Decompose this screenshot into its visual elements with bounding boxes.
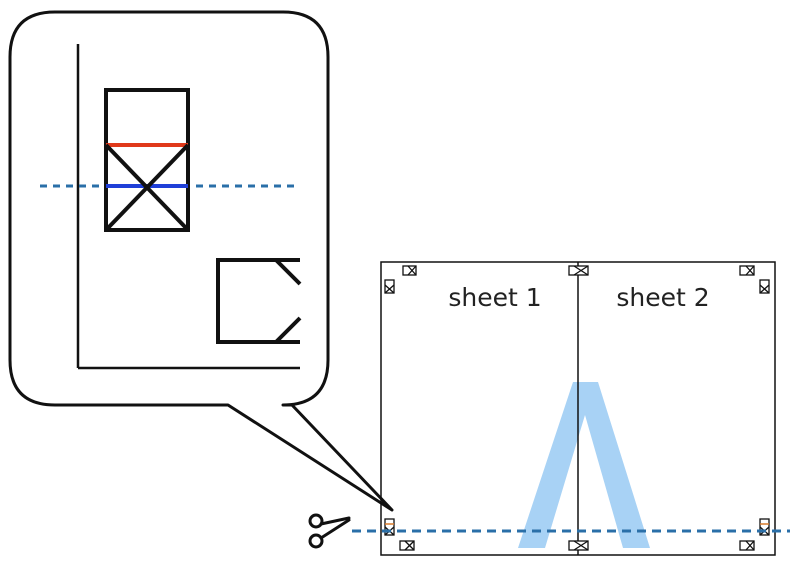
zoom-partial-mark (216, 258, 302, 344)
sheet-panel: sheet 1 sheet 2 (352, 261, 790, 556)
zoom-registration-mark (104, 88, 190, 232)
crop-mark-icon (384, 279, 395, 294)
crop-mark-icon (568, 540, 589, 551)
cut-line-mark-right (759, 518, 770, 536)
cut-line-mark-left (384, 518, 395, 536)
big-letter-shape (518, 382, 650, 548)
crop-mark-icon (739, 540, 755, 551)
crop-mark-icon (402, 265, 417, 276)
crop-mark-icon (568, 265, 589, 276)
crop-mark-icon (739, 265, 755, 276)
scissors-icon (308, 513, 351, 549)
callout-bubble (8, 10, 394, 512)
sheet-1-label: sheet 1 (448, 283, 541, 312)
crop-mark-icon (759, 279, 770, 294)
crop-marks (384, 265, 770, 551)
crop-mark-icon (399, 540, 415, 551)
zoom-callout (8, 10, 394, 512)
sheet-2-label: sheet 2 (616, 283, 709, 312)
